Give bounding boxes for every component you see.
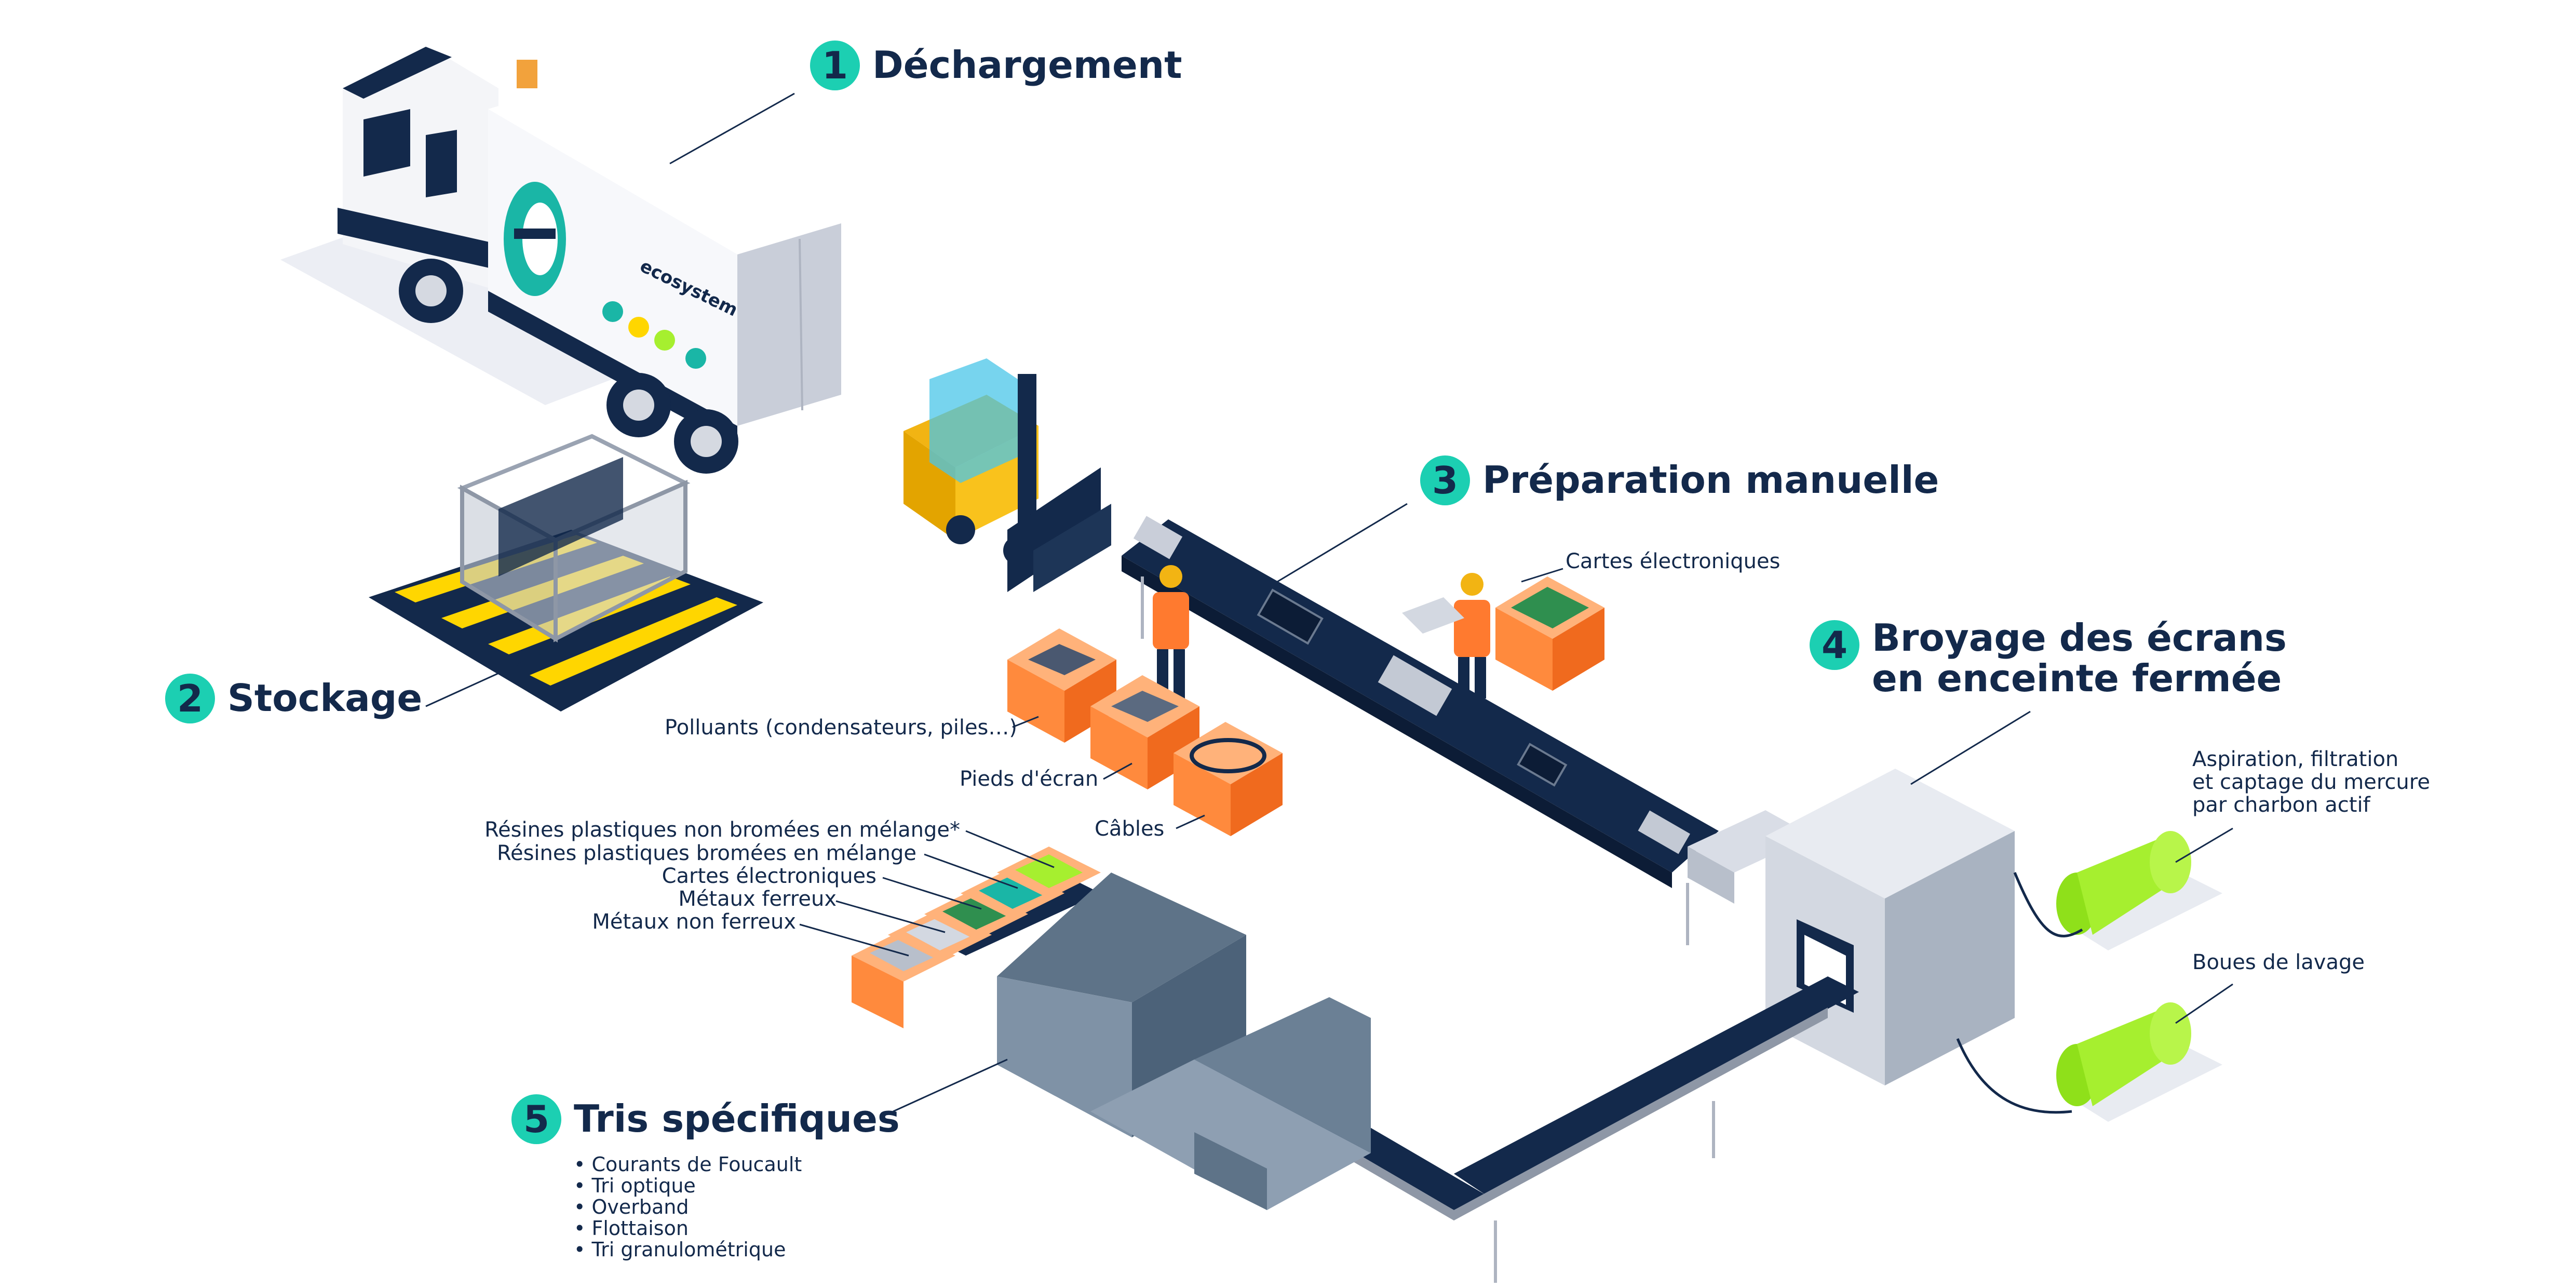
sort-methods-list: Courants de Foucault Tri optique Overban…: [574, 1153, 802, 1260]
label-boues-de-lavage: Boues de lavage: [2192, 950, 2365, 974]
label-metaux-non-ferreux: Métaux non ferreux: [592, 910, 796, 934]
step-title: Préparation manuelle: [1482, 458, 1939, 502]
sort-method-item: Overband: [574, 1197, 802, 1218]
step-3-preparation-manuelle: 3 Préparation manuelle: [1420, 455, 1939, 505]
bin-cables: [1174, 722, 1283, 836]
label-cables: Câbles: [1095, 817, 1165, 841]
step-4-broyage: 4 Broyage des écrans en enceinte fermée: [1810, 618, 2318, 699]
label-polluants: Polluants (condensateurs, piles…): [665, 716, 1018, 740]
bin-cartes-electroniques-manual: [1495, 576, 1604, 691]
worker-2: [1402, 573, 1490, 699]
step-title: Stockage: [227, 676, 423, 720]
truck: ecosystem: [280, 47, 841, 474]
bin-pieds-ecran: [1090, 675, 1199, 789]
label-cartes-electroniques-sorted: Cartes électroniques: [662, 864, 876, 888]
step-2-stockage: 2 Stockage: [165, 674, 422, 723]
storage-area: [369, 434, 763, 712]
label-resines-non-bromees: Résines plastiques non bromées en mélang…: [484, 818, 960, 842]
forklift: [903, 358, 1111, 592]
leader-lines: [425, 92, 2233, 1112]
step-badge: 4: [1810, 620, 1859, 670]
label-metaux-ferreux: Métaux ferreux: [678, 887, 837, 911]
step-badge: 3: [1420, 455, 1470, 505]
sort-method-item: Flottaison: [574, 1218, 802, 1239]
step-1-dechargement: 1 Déchargement: [810, 41, 1182, 90]
label-aspiration-line-3: par charbon actif: [2192, 793, 2370, 817]
step-title: Broyage des écrans en enceinte fermée: [1872, 616, 2287, 700]
tank-boues: [1956, 1002, 2222, 1122]
sort-method-item: Courants de Foucault: [574, 1153, 802, 1175]
step-title: Tris spécifiques: [574, 1097, 900, 1141]
step-badge: 1: [810, 41, 860, 90]
sort-method-item: Tri optique: [574, 1175, 802, 1197]
label-aspiration-line-1: Aspiration, filtration: [2192, 747, 2399, 771]
step-badge: 2: [165, 674, 215, 723]
label-pieds-ecran: Pieds d'écran: [960, 767, 1099, 791]
tank-aspiration: [2013, 831, 2222, 950]
label-resines-bromees: Résines plastiques bromées en mélange: [496, 841, 916, 865]
step-badge: 5: [511, 1094, 561, 1144]
label-aspiration: Aspiration, filtration et captage du mer…: [2192, 748, 2430, 816]
sort-method-item: Tri granulométrique: [574, 1239, 802, 1260]
label-cartes-electroniques-manual: Cartes électroniques: [1566, 549, 1781, 573]
label-aspiration-line-2: et captage du mercure: [2192, 770, 2430, 794]
manual-conveyor: [1122, 516, 1719, 945]
step-title: Déchargement: [872, 43, 1182, 87]
bin-polluants: [1007, 628, 1116, 743]
step-5-tris-specifiques: 5 Tris spécifiques: [511, 1094, 900, 1144]
